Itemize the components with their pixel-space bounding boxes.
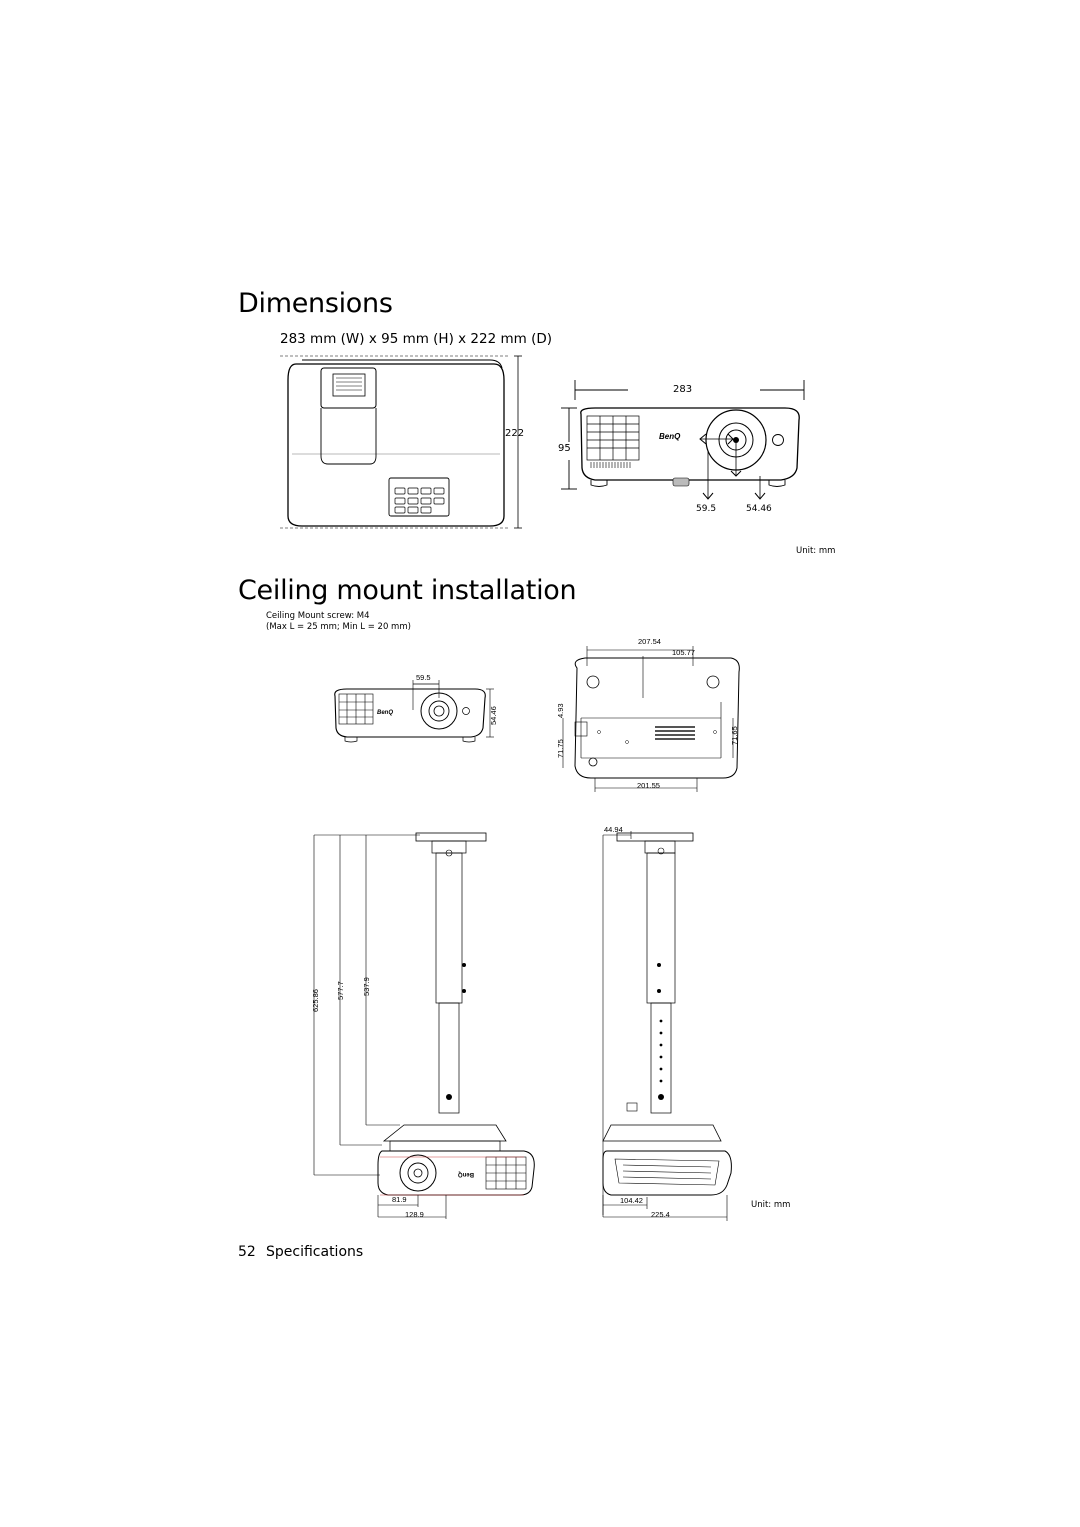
ceiling-brand-logo: BenQ [377, 710, 393, 716]
mount-front-view: BenQ [313, 832, 535, 1219]
front-height-label: 95 [558, 443, 571, 454]
brand-logo: BenQ [659, 432, 681, 441]
mount-height-min-label: 537.9 [362, 977, 371, 996]
svg-text:BenQ: BenQ [458, 1171, 474, 1177]
bottom-left-offset-a-label: 4.93 [556, 703, 565, 718]
ceiling-screw-line-1: Ceiling Mount screw: M4 [266, 611, 370, 621]
ceiling-bottom-view [562, 646, 740, 792]
front-width-label: 283 [673, 384, 693, 395]
mount-front-width-2-label: 128.9 [405, 1210, 424, 1219]
dimensions-heading: Dimensions [238, 288, 393, 319]
lens-offset-1-label: 59.5 [696, 504, 717, 514]
bottom-left-offset-b-label: 71.75 [556, 739, 565, 758]
mount-height-total-label: 625.86 [311, 989, 320, 1012]
ceiling-front-height-label: 54.46 [489, 706, 498, 725]
projector-top-view [280, 355, 522, 529]
projector-front-view: BenQ [561, 380, 805, 500]
bottom-width-label: 207.54 [638, 637, 661, 646]
lens-offset-2-label: 54.46 [746, 504, 772, 514]
section-name: Specifications [266, 1244, 364, 1260]
top-view-depth-label: 222 [505, 428, 525, 439]
bottom-lower-width-label: 201.55 [637, 781, 660, 790]
dimensions-size-line: 283 mm (W) x 95 mm (H) x 222 mm (D) [280, 331, 553, 347]
ceiling-screw-line-2: (Max L = 25 mm; Min L = 20 mm) [266, 622, 411, 632]
ceiling-heading: Ceiling mount installation [238, 575, 577, 606]
mount-side-view [602, 831, 732, 1221]
mount-side-width-2-label: 225.4 [651, 1210, 670, 1219]
mount-height-mid-label: 577.7 [336, 981, 345, 1000]
mount-side-width-1-label: 104.42 [620, 1196, 643, 1205]
bottom-right-offset-label: 71.65 [730, 726, 739, 745]
ceiling-front-offset-label: 59.5 [416, 673, 431, 682]
bottom-inner-width-label: 105.77 [672, 648, 695, 657]
ceiling-unit-label: Unit: mm [751, 1200, 791, 1210]
mount-side-top-label: 44.94 [604, 825, 623, 834]
dimensions-unit-label: Unit: mm [796, 546, 836, 556]
page-number: 52 [238, 1244, 256, 1260]
mount-front-width-1-label: 81.9 [392, 1195, 407, 1204]
ceiling-front-view: BenQ [334, 680, 494, 743]
